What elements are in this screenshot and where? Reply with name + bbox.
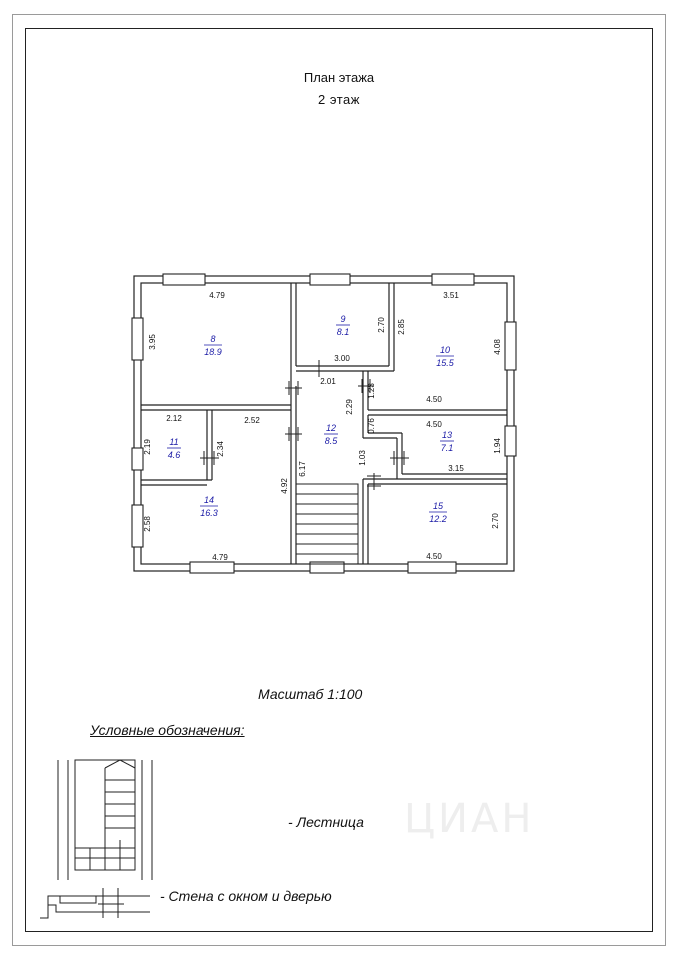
dim: 2.29	[345, 399, 354, 415]
room-14-num: 14	[204, 495, 214, 505]
dim: 4.92	[280, 478, 289, 494]
dim: 1.23	[367, 383, 376, 399]
watermark: ЦИАН	[404, 796, 535, 842]
dim: 2.52	[244, 416, 260, 425]
legend-title: Условные обозначения:	[90, 722, 245, 738]
outer-frame	[12, 14, 666, 946]
floor-label: 2 этаж	[318, 92, 360, 107]
dim: 4.79	[212, 553, 228, 562]
dim: 2.70	[377, 317, 386, 333]
room-11-num: 11	[169, 437, 178, 447]
dim: 0.76	[367, 418, 376, 434]
dim: 3.51	[443, 291, 459, 300]
scale-label: Масштаб 1:100	[258, 686, 363, 702]
window	[309, 561, 345, 574]
window	[309, 273, 351, 286]
dim: 3.95	[148, 334, 157, 350]
dim: 4.50	[426, 395, 442, 404]
dim: 2.12	[166, 414, 182, 423]
legend-stairs-symbol	[57, 759, 153, 880]
room-15-num: 15	[433, 501, 444, 511]
legend-stairs-label: - Лестница	[288, 814, 364, 830]
dim: 2.19	[143, 439, 152, 455]
room-14-area: 16.3	[200, 508, 218, 518]
dim: 3.00	[334, 354, 350, 363]
dim: 4.08	[493, 339, 502, 355]
room-11-area: 4.6	[168, 450, 181, 460]
window	[131, 317, 144, 361]
dim: 4.50	[426, 420, 442, 429]
room-13-area: 7.1	[441, 443, 454, 453]
room-10-area: 15.5	[436, 358, 455, 368]
room-9-area: 8.1	[337, 327, 350, 337]
legend-wall-symbol	[40, 888, 150, 919]
room-8-area: 18.9	[204, 347, 222, 357]
inner-frame	[25, 28, 653, 932]
room-8-num: 8	[210, 334, 215, 344]
dim: 2.85	[397, 319, 406, 335]
room-12-num: 12	[326, 423, 336, 433]
room-12-area: 8.5	[325, 436, 339, 446]
dim: 3.15	[448, 464, 464, 473]
dim: 2.34	[216, 441, 225, 457]
outer-wall-inner	[140, 282, 508, 565]
dim: 1.94	[493, 438, 502, 454]
dim: 2.58	[143, 516, 152, 532]
plan-title: План этажа	[303, 70, 375, 85]
room-10-num: 10	[440, 345, 450, 355]
dim: 1.03	[358, 450, 367, 466]
window	[431, 273, 475, 286]
window	[504, 321, 517, 371]
dim: 6.17	[298, 461, 307, 477]
room-13-num: 13	[442, 430, 452, 440]
dim: 2.70	[491, 513, 500, 529]
window	[131, 504, 144, 548]
window	[504, 425, 517, 457]
window	[162, 273, 206, 286]
legend-wall-label: - Стена с окном и дверью	[160, 888, 332, 904]
window	[131, 447, 144, 471]
window	[189, 561, 235, 574]
room-15-area: 12.2	[429, 514, 447, 524]
outer-wall-outer	[133, 275, 515, 572]
dim: 4.79	[209, 291, 225, 300]
window	[407, 561, 457, 574]
dim: 4.50	[426, 552, 442, 561]
room-9-num: 9	[340, 314, 345, 324]
dim: 2.01	[320, 377, 336, 386]
